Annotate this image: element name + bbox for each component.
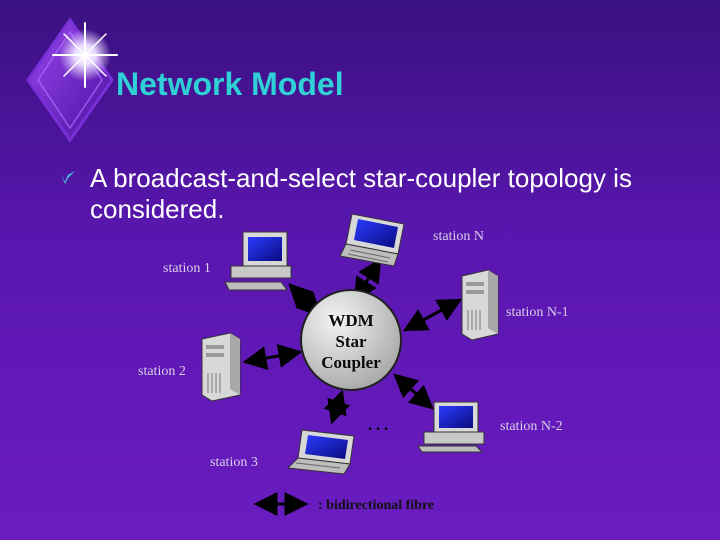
bullet-checkmark-icon [61, 171, 75, 184]
slide-title: Network Model [116, 66, 344, 102]
coupler-label-line2: Star [335, 332, 367, 351]
laptop-icon [286, 429, 355, 475]
label-station-2: station 2 [138, 364, 186, 379]
legend-label: : bidirectional fibre [318, 498, 434, 513]
coupler-label-line1: WDM [328, 311, 373, 330]
label-station-n-1: station N-1 [506, 305, 569, 320]
label-station-n-2: station N-2 [500, 419, 563, 434]
desktop-computer-icon [224, 231, 292, 291]
fibre-station-n-1 [402, 298, 463, 332]
more-stations-ellipsis: . . . [368, 417, 388, 434]
tower-computer-icon [461, 269, 499, 341]
label-station-3: station 3 [210, 455, 258, 470]
bullet-text: A broadcast-and-select star-coupler topo… [90, 163, 632, 224]
wdm-star-coupler [300, 289, 402, 391]
fibre-station-2 [242, 344, 303, 370]
tower-computer-icon [201, 332, 241, 402]
fibre-station-n-2 [393, 373, 434, 410]
starburst-logo-icon [26, 17, 118, 143]
desktop-computer-icon [417, 401, 485, 453]
label-station-n: station N [433, 229, 484, 244]
coupler-label-line3: Coupler [321, 353, 381, 372]
label-station-1: station 1 [163, 261, 211, 276]
fibre-station-3 [323, 389, 351, 425]
laptop-icon [339, 213, 405, 267]
